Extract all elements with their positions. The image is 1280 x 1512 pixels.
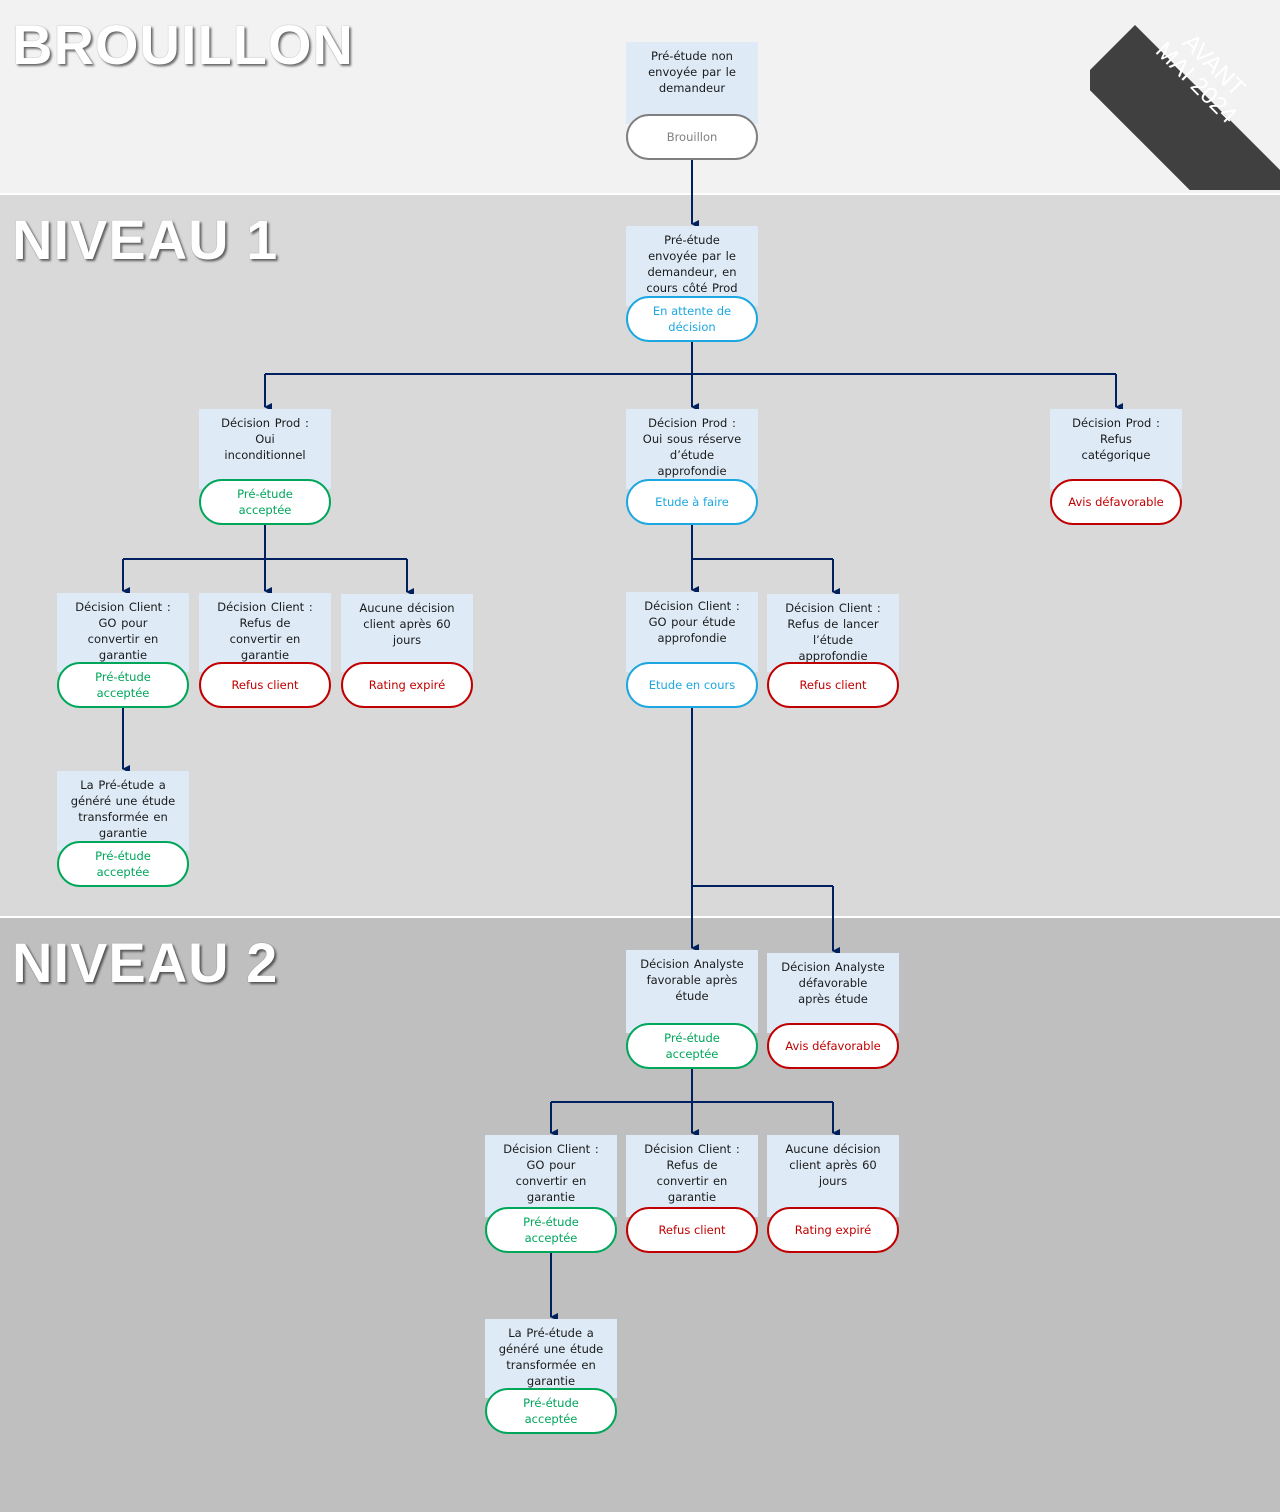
node-label: Pré-étude non envoyée par le demandeur <box>648 49 736 95</box>
node-label: Aucune décision client après 60 jours <box>785 1142 881 1188</box>
status-badge: Refus client <box>767 662 899 708</box>
node-label: Décision Prod : Oui sous réserve d’étude… <box>642 416 742 478</box>
node-label: Décision Prod : Oui inconditionnel <box>221 416 309 462</box>
section-divider <box>0 916 1280 918</box>
section-title: BROUILLON <box>12 13 354 76</box>
connector-bus <box>123 525 407 560</box>
flow-node-n2: Décision Prod : Oui inconditionnel <box>199 409 331 489</box>
flow-node-n4: Décision Prod : Refus catégorique <box>1050 409 1182 489</box>
flow-node-n11: Décision Analyste favorable après étude <box>626 950 758 1033</box>
node-label: La Pré-étude a généré une étude transfor… <box>70 778 176 840</box>
section-title: NIVEAU 2 <box>12 931 279 994</box>
node-label: Décision Prod : Refus catégorique <box>1072 416 1160 462</box>
node-label: Décision Client : Refus de lancer l’étud… <box>785 601 881 663</box>
section-niveau1: NIVEAU 1 <box>0 195 1280 917</box>
flow-node-n9: Décision Client : Refus de lancer l’étud… <box>767 594 899 672</box>
section-title: NIVEAU 1 <box>12 208 279 271</box>
connector-bus <box>691 525 833 560</box>
flow-node-n8: Décision Client : GO pour étude approfon… <box>626 592 758 672</box>
status-badge: Etude en cours <box>626 662 758 708</box>
section-brouillon: BROUILLON <box>0 0 1280 194</box>
flow-node-n3: Décision Prod : Oui sous réserve d’étude… <box>626 409 758 489</box>
flow-node-n12: Décision Analyste défavorable après étud… <box>767 953 899 1033</box>
connector-bus <box>551 1069 833 1103</box>
status-badge: Pré-étude acceptée <box>57 841 189 887</box>
status-badge: Pré-étude acceptée <box>199 479 331 525</box>
flow-node-n15: Aucune décision client après 60 jours <box>767 1135 899 1217</box>
connector-bus <box>265 342 1116 375</box>
status-badge: Avis défavorable <box>1050 479 1182 525</box>
flow-node-n5: Décision Client : GO pour convertir en g… <box>57 593 189 672</box>
flow-node-n14: Décision Client : Refus de convertir en … <box>626 1135 758 1217</box>
status-badge: En attente de décision <box>626 296 758 342</box>
flow-node-n7: Aucune décision client après 60 jours <box>341 594 473 672</box>
node-label: Décision Analyste défavorable après étud… <box>781 960 885 1006</box>
node-label: Aucune décision client après 60 jours <box>359 601 455 647</box>
status-badge: Pré-étude acceptée <box>485 1207 617 1253</box>
status-badge: Pré-étude acceptée <box>626 1023 758 1069</box>
node-label: Décision Client : GO pour convertir en g… <box>503 1142 599 1204</box>
status-badge: Brouillon <box>626 114 758 160</box>
node-label: Décision Client : Refus de convertir en … <box>217 600 313 662</box>
flow-node-n16: La Pré-étude a généré une étude transfor… <box>485 1319 617 1398</box>
flow-node-n10: La Pré-étude a généré une étude transfor… <box>57 771 189 851</box>
connector-bus <box>691 708 833 887</box>
node-label: Décision Analyste favorable après étude <box>640 957 744 1003</box>
node-label: Décision Client : GO pour étude approfon… <box>644 599 740 645</box>
flow-node-n0: Pré-étude non envoyée par le demandeur <box>626 42 758 124</box>
status-badge: Etude à faire <box>626 479 758 525</box>
section-divider <box>0 193 1280 195</box>
flow-node-n13: Décision Client : GO pour convertir en g… <box>485 1135 617 1217</box>
status-badge: Rating expiré <box>341 662 473 708</box>
status-badge: Pré-étude acceptée <box>485 1388 617 1434</box>
flow-node-n6: Décision Client : Refus de convertir en … <box>199 593 331 672</box>
node-label: Pré-étude envoyée par le demandeur, en c… <box>646 233 738 295</box>
node-label: Décision Client : GO pour convertir en g… <box>75 600 171 662</box>
flow-node-n1: Pré-étude envoyée par le demandeur, en c… <box>626 226 758 306</box>
node-label: Décision Client : Refus de convertir en … <box>644 1142 740 1204</box>
status-badge: Avis défavorable <box>767 1023 899 1069</box>
status-badge: Pré-étude acceptée <box>57 662 189 708</box>
status-badge: Refus client <box>199 662 331 708</box>
status-badge: Rating expiré <box>767 1207 899 1253</box>
status-badge: Refus client <box>626 1207 758 1253</box>
node-label: La Pré-étude a généré une étude transfor… <box>498 1326 604 1388</box>
